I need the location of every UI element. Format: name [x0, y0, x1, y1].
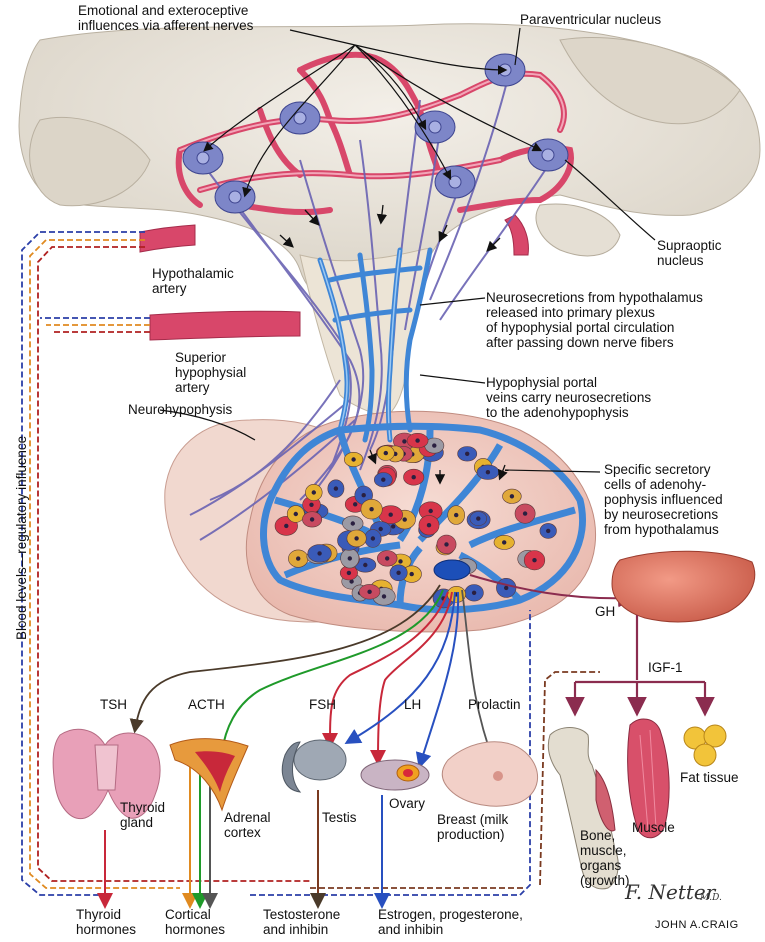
label-emotional-influences: Emotional and exteroceptive influences v…: [78, 3, 253, 33]
cell-nucleus: [385, 556, 389, 560]
breast-organ: [442, 742, 537, 806]
label-testis: Testis: [322, 810, 357, 825]
cell-nucleus: [454, 513, 458, 517]
cell-nucleus: [381, 478, 385, 482]
label-thyroid-hormones: Thyroid hormones: [76, 907, 136, 937]
testis-organ: [294, 740, 346, 780]
label-superior-hypophysial-artery: Superior hypophysial artery: [175, 350, 246, 395]
cell-nucleus: [309, 503, 313, 507]
label-neurohypophysis: Neurohypophysis: [128, 402, 232, 417]
label-neurosecretions: Neurosecretions from hypothalamus releas…: [486, 290, 703, 350]
cell-nucleus: [363, 563, 367, 567]
cell-nucleus: [351, 457, 355, 461]
cell-nucleus: [523, 511, 527, 515]
cell-nucleus: [429, 509, 433, 513]
neuron-nucleus: [294, 112, 306, 124]
label-thyroid-gland: Thyroid gland: [120, 800, 165, 830]
cell-nucleus: [396, 571, 400, 575]
label-hypothalamic-artery: Hypothalamic artery: [152, 266, 234, 296]
cell-nucleus: [389, 513, 393, 517]
cell-nucleus: [502, 540, 506, 544]
cell-nucleus: [415, 438, 419, 442]
label-acth: ACTH: [188, 697, 225, 712]
cell-nucleus: [476, 516, 480, 520]
cell-nucleus: [403, 517, 407, 521]
cell-nucleus: [362, 493, 366, 497]
liver: [612, 551, 755, 622]
label-igf1: IGF-1: [648, 660, 683, 675]
signature-suffix: M.D.: [700, 893, 722, 903]
hypothalamic-artery: [140, 225, 195, 252]
cell-nucleus: [371, 536, 375, 540]
label-gh: GH: [595, 604, 615, 619]
cell-nucleus: [354, 536, 358, 540]
cell-nucleus: [504, 586, 508, 590]
cell-nucleus: [427, 523, 431, 527]
neuron-nucleus: [429, 121, 441, 133]
cell-nucleus: [532, 558, 536, 562]
cell-nucleus: [296, 556, 300, 560]
label-secretory-cells: Specific secretory cells of adenohy- pop…: [604, 462, 723, 537]
label-breast: Breast (milk production): [437, 812, 508, 842]
label-testosterone: Testosterone and inhibin: [263, 907, 340, 937]
neuron-nucleus: [449, 176, 461, 188]
cell-nucleus: [472, 591, 476, 595]
igf1-arrows: [575, 615, 705, 710]
cell-nucleus: [367, 590, 371, 594]
label-paraventricular-nucleus: Paraventricular nucleus: [520, 12, 661, 27]
cell-nucleus: [465, 452, 469, 456]
label-supraoptic-nucleus: Supraoptic nucleus: [657, 238, 722, 268]
label-cortical-hormones: Cortical hormones: [165, 907, 225, 937]
cell-nucleus: [379, 527, 383, 531]
right-artery: [505, 215, 528, 255]
cell-nucleus: [317, 551, 321, 555]
label-lh: LH: [404, 697, 421, 712]
cell-nucleus: [348, 556, 352, 560]
neuron-nucleus: [229, 191, 241, 203]
label-adrenal-cortex: Adrenal cortex: [224, 810, 271, 840]
cell-nucleus: [310, 517, 314, 521]
cell-nucleus: [294, 512, 298, 516]
cell-nucleus: [347, 571, 351, 575]
cell-nucleus: [444, 542, 448, 546]
neuron-nucleus: [542, 149, 554, 161]
label-prolactin: Prolactin: [468, 697, 521, 712]
neuron-nucleus: [197, 152, 209, 164]
cell-nucleus: [334, 486, 338, 490]
cell-nucleus: [432, 443, 436, 447]
cell-nucleus: [410, 572, 414, 576]
fat-tissue-organ: [684, 725, 726, 766]
trachea: [95, 745, 118, 790]
cell-nucleus: [351, 521, 355, 525]
cell-nucleus: [510, 494, 514, 498]
cell-nucleus: [369, 507, 373, 511]
optic-chiasm: [536, 204, 620, 256]
cell-nucleus: [391, 524, 395, 528]
cell-nucleus: [284, 524, 288, 528]
cell-nucleus: [353, 502, 357, 506]
central-vein: [434, 560, 470, 580]
label-blood-levels: Blood levels—regulatory influence: [14, 436, 29, 640]
cell-nucleus: [402, 439, 406, 443]
cell-nucleus: [312, 490, 316, 494]
cell-nucleus: [486, 470, 490, 474]
label-estrogen: Estrogen, progesterone, and inhibin: [378, 907, 523, 937]
cell-nucleus: [546, 529, 550, 533]
cell-nucleus: [384, 451, 388, 455]
cell-nucleus: [382, 594, 386, 598]
label-bone: Bone, muscle, organs (growth): [580, 828, 630, 888]
label-fsh: FSH: [309, 697, 336, 712]
label-portal-veins: Hypophysial portal veins carry neurosecr…: [486, 375, 651, 420]
label-tsh: TSH: [100, 697, 127, 712]
cell-nucleus: [412, 475, 416, 479]
superior-hypophysial-artery: [150, 311, 300, 340]
signature-credit: JOHN A.CRAIG: [655, 918, 739, 933]
nipple: [493, 771, 503, 781]
label-muscle: Muscle: [632, 820, 675, 835]
cell-nucleus: [398, 559, 402, 563]
label-ovary: Ovary: [389, 796, 425, 811]
corpus-luteum: [403, 769, 413, 777]
label-fat-tissue: Fat tissue: [680, 770, 739, 785]
